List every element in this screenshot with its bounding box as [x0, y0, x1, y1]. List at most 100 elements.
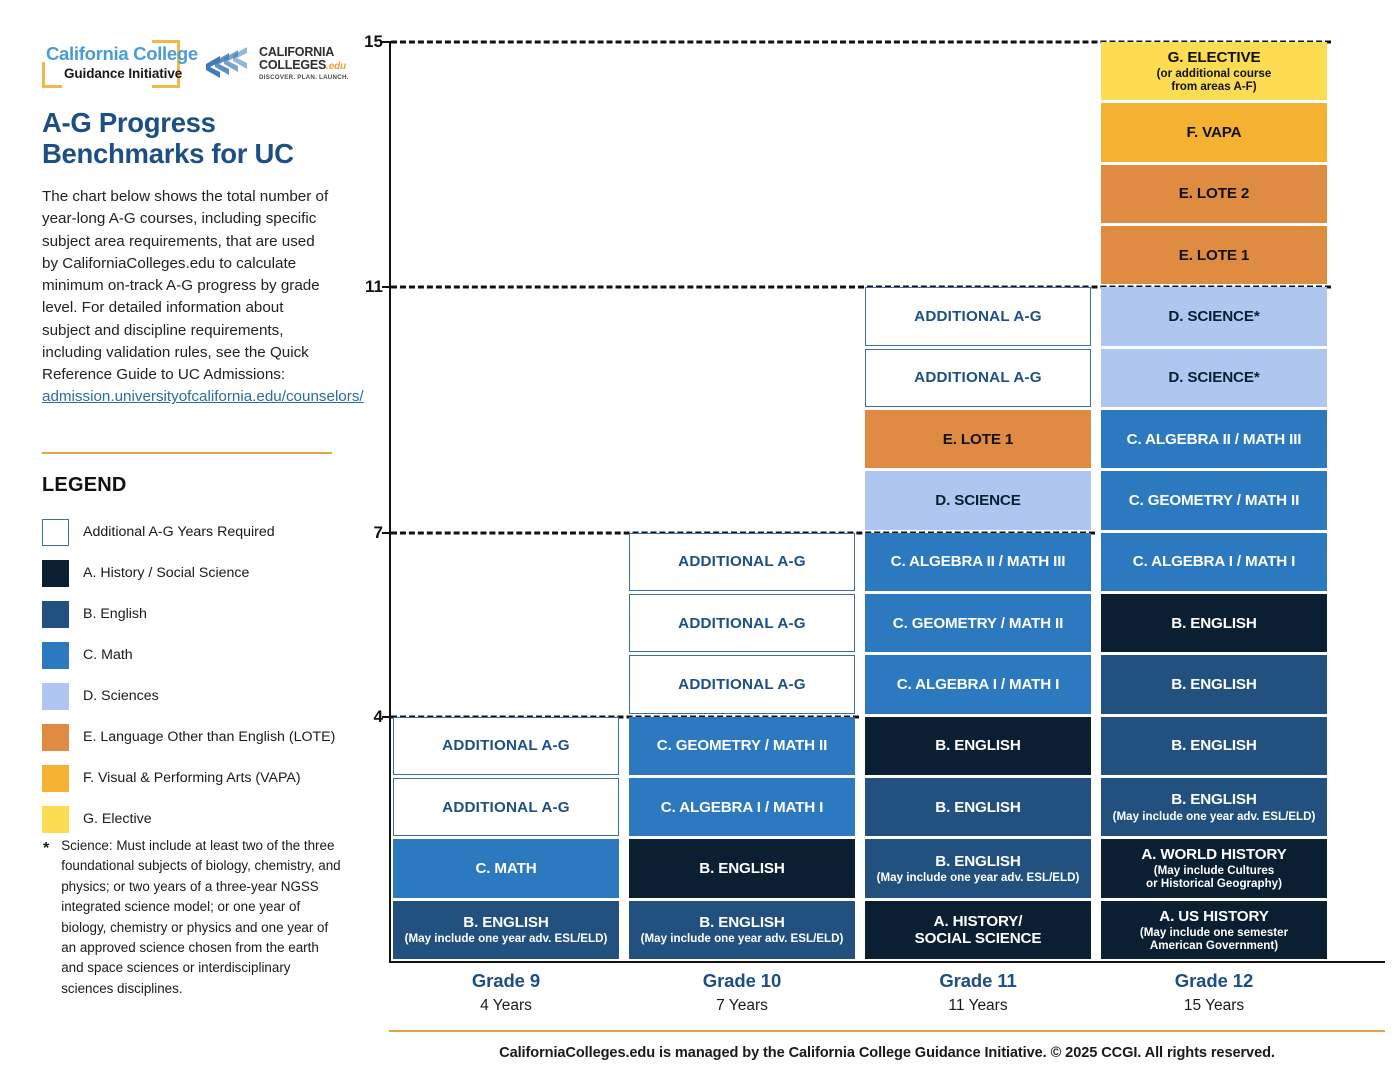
- course-cell-sublabel: (May include one year adv. ESL/ELD): [1112, 809, 1316, 823]
- gridline-11: [391, 285, 1331, 289]
- course-cell-label: C. ALGEBRA I / MATH I: [1132, 553, 1296, 571]
- course-cell: C. ALGEBRA II / MATH III: [1101, 409, 1327, 469]
- course-cell: C. ALGEBRA I / MATH I: [629, 777, 855, 837]
- course-cell: ADDITIONAL A-G: [865, 287, 1091, 346]
- course-cell-label: D. SCIENCE*: [1168, 369, 1260, 387]
- course-cell-label: D. SCIENCE*: [1168, 307, 1260, 325]
- course-cell-label: B. ENGLISH: [1171, 675, 1257, 693]
- course-cell-label: ADDITIONAL A-G: [442, 737, 570, 755]
- course-cell: D. SCIENCE: [865, 471, 1091, 530]
- legend-item: F. Visual & Performing Arts (VAPA): [42, 758, 362, 799]
- legend-swatch-science: [42, 683, 69, 710]
- logo-bracket-left: [42, 62, 62, 88]
- ccgi-logo-line2: Guidance Initiative: [64, 66, 183, 81]
- course-cell-label: A. HISTORY/SOCIAL SCIENCE: [914, 912, 1042, 947]
- years-label: 15 Years: [1183, 997, 1245, 1014]
- course-cell: C. ALGEBRA I / MATH I: [1101, 532, 1327, 591]
- course-cell-label: B. ENGLISH: [935, 798, 1021, 816]
- gridline-7: [391, 531, 1095, 535]
- ccgi-logo: California College Guidance Initiative: [42, 40, 198, 88]
- course-cell-label: A. WORLD HISTORY: [1141, 846, 1287, 864]
- uc-admissions-link[interactable]: admission.universityofcalifornia.edu/cou…: [42, 388, 364, 406]
- y-tick-label-11: 11: [365, 277, 383, 297]
- course-cell: B. ENGLISH: [1101, 716, 1327, 775]
- course-cell-label: G. ELECTIVE: [1167, 48, 1261, 66]
- y-tick-label-7: 7: [373, 522, 383, 542]
- cce-line1: CALIFORNIA: [259, 45, 335, 60]
- legend-label: A. History / Social Science: [83, 564, 250, 581]
- years-label: 11 Years: [948, 997, 1008, 1014]
- divider-above-credit: [389, 1030, 1385, 1032]
- cce-tagline: DISCOVER. PLAN. LAUNCH.: [259, 74, 349, 82]
- course-cell-label: ADDITIONAL A-G: [914, 308, 1042, 325]
- course-cell-label: B. ENGLISH: [935, 852, 1021, 870]
- y-tick-mark-7: [382, 531, 396, 534]
- grade-label: Grade 11: [939, 970, 1017, 991]
- legend-item: B. English: [42, 594, 362, 635]
- legend-label: C. Math: [83, 646, 133, 663]
- y-tick-mark-11: [382, 286, 396, 289]
- y-tick-mark-15: [382, 41, 396, 43]
- course-cell-label: ADDITIONAL A-G: [442, 798, 570, 816]
- course-cell: C. ALGEBRA I / MATH I: [865, 655, 1091, 714]
- course-cell-label: C. ALGEBRA I / MATH I: [660, 798, 824, 816]
- course-cell-label: C. ALGEBRA II / MATH III: [1126, 430, 1302, 448]
- course-cell: B. ENGLISH(May include one year adv. ESL…: [1101, 777, 1327, 837]
- course-cell-label: F. VAPA: [1186, 123, 1242, 141]
- course-cell: ADDITIONAL A-G: [393, 778, 619, 837]
- course-cell-sublabel: (May include one year adv. ESL/ELD): [876, 870, 1080, 884]
- legend-label: E. Language Other than English (LOTE): [83, 728, 336, 745]
- course-cell-sublabel: (May include one year adv. ESL/ELD): [404, 932, 608, 946]
- course-cell: B. ENGLISH(May include one year adv. ESL…: [629, 900, 855, 959]
- course-cell-label: ADDITIONAL A-G: [914, 369, 1042, 387]
- course-cell-label: D. SCIENCE: [935, 491, 1021, 509]
- legend-swatch-history: [42, 560, 69, 587]
- footnote-text: Science: Must include at least two of th…: [61, 838, 341, 996]
- years-label: 4 Years: [480, 997, 532, 1014]
- course-cell: ADDITIONAL A-G: [629, 655, 855, 714]
- course-cell: B. ENGLISH(May include one year adv. ESL…: [393, 900, 619, 959]
- y-tick-label-4: 4: [373, 706, 383, 726]
- ccgi-logo-line1: California College: [46, 43, 198, 64]
- legend-title: LEGEND: [42, 474, 127, 496]
- course-cell: C. GEOMETRY / MATH II: [865, 593, 1091, 653]
- legend-swatch-math: [42, 642, 69, 669]
- x-label-grade-11: Grade 11 11 Years: [865, 970, 1091, 1015]
- footnote-asterisk: *: [43, 840, 50, 857]
- course-cell: B. ENGLISH: [1101, 593, 1327, 653]
- course-cell: ADDITIONAL A-G: [629, 594, 855, 653]
- course-cell: ADDITIONAL A-G: [865, 348, 1091, 407]
- course-cell: F. VAPA: [1101, 103, 1327, 162]
- legend-item: G. Elective: [42, 799, 362, 840]
- course-cell: D. SCIENCE*: [1101, 348, 1327, 407]
- course-cell: B. ENGLISH: [865, 716, 1091, 775]
- course-cell: E. LOTE 1: [1101, 225, 1327, 285]
- chevron-stack-icon: [206, 47, 247, 78]
- left-panel: California College Guidance Initiative: [0, 0, 372, 1080]
- y-tick-mark-4: [382, 715, 396, 718]
- course-cell-label: B. ENGLISH: [463, 914, 549, 932]
- science-footnote: * Science: Must include at least two of …: [43, 836, 343, 999]
- course-cell-label: B. ENGLISH: [699, 859, 785, 877]
- grade-label: Grade 12: [1174, 970, 1254, 991]
- legend-item: A. History / Social Science: [42, 553, 362, 594]
- course-cell-sublabel: (May include one year adv. ESL/ELD): [640, 932, 844, 946]
- legend-item: E. Language Other than English (LOTE): [42, 717, 362, 758]
- intro-paragraph: The chart below shows the total number o…: [42, 186, 364, 409]
- course-cell-label: ADDITIONAL A-G: [678, 553, 806, 571]
- course-cell-label: C. GEOMETRY / MATH II: [892, 614, 1064, 632]
- legend-swatch-additional: [42, 519, 69, 546]
- course-cell-label: B. ENGLISH: [1171, 791, 1257, 809]
